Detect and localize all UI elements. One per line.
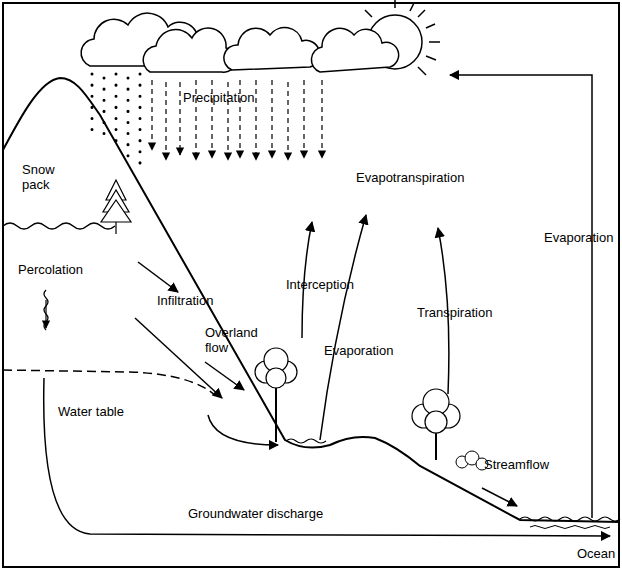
ocean-waves bbox=[530, 526, 610, 529]
rainfall bbox=[152, 80, 322, 160]
process-arrow bbox=[44, 75, 610, 536]
process-label: Groundwater discharge bbox=[188, 506, 368, 521]
process-label: Overland flow bbox=[205, 325, 267, 355]
snow-line bbox=[3, 223, 115, 229]
water-table-line bbox=[3, 370, 215, 395]
snowfall bbox=[92, 74, 140, 165]
process-label: Streamflow bbox=[484, 457, 574, 472]
ocean-waves bbox=[520, 517, 620, 521]
deciduous-tree bbox=[255, 348, 297, 442]
process-label: Ocean bbox=[577, 546, 621, 561]
process-label: Evaporation bbox=[324, 343, 414, 358]
pine-tree bbox=[101, 180, 131, 234]
process-label: Evapotranspiration bbox=[356, 170, 496, 185]
process-label: Percolation bbox=[18, 262, 108, 277]
cloud bbox=[143, 28, 236, 72]
cloud bbox=[311, 28, 398, 72]
process-label: Evaporation bbox=[544, 230, 622, 245]
terrain-line bbox=[3, 78, 619, 522]
bush bbox=[456, 451, 488, 470]
process-label: Water table bbox=[58, 404, 148, 419]
deciduous-tree bbox=[412, 389, 460, 460]
process-label: Interception bbox=[286, 277, 376, 292]
frame bbox=[3, 3, 619, 567]
process-label: Transpiration bbox=[417, 305, 517, 320]
process-label: Snow pack bbox=[22, 162, 64, 192]
cloud bbox=[224, 28, 320, 70]
process-label: Precipitation bbox=[183, 90, 303, 105]
process-label: Infiltration bbox=[157, 293, 247, 308]
